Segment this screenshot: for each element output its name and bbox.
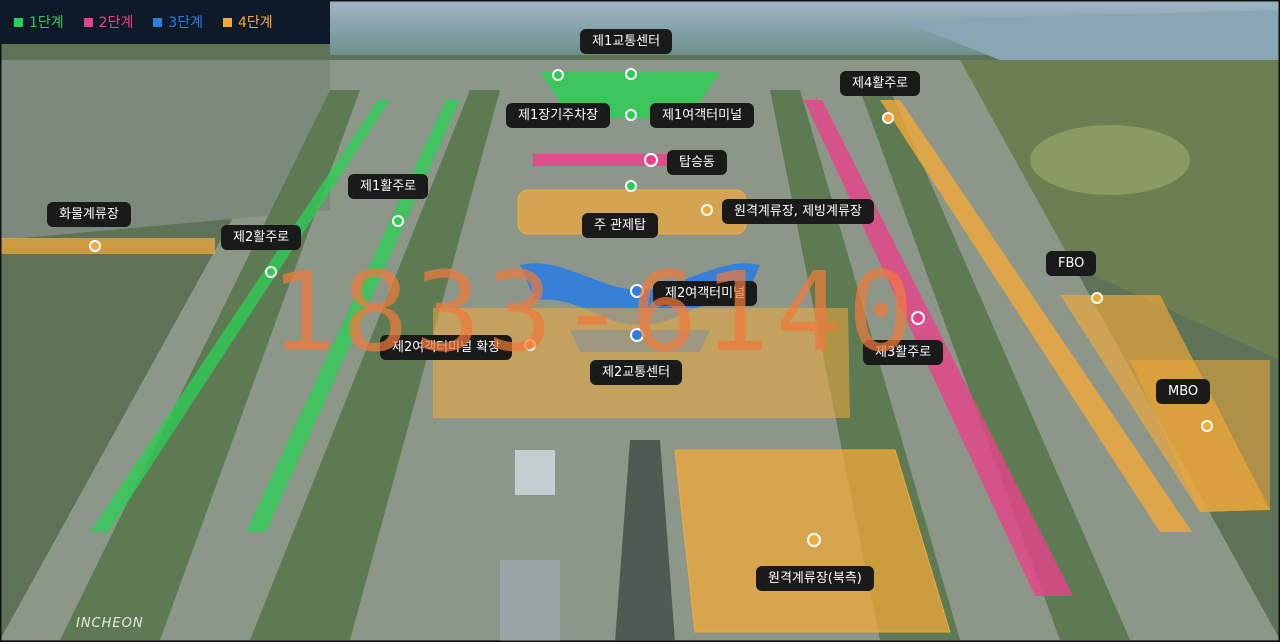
legend-swatch bbox=[83, 17, 93, 27]
cargo-apron-overlay bbox=[0, 238, 215, 254]
legend-label: 3단계 bbox=[168, 15, 204, 31]
legend-item-phase-4: 4단계 bbox=[223, 12, 273, 32]
legend-item-phase-1: 1단계 bbox=[14, 12, 64, 32]
legend-item-phase-2: 2단계 bbox=[83, 12, 134, 32]
grass-strip bbox=[770, 90, 960, 640]
label-transport-center-2: 제2교통센터 bbox=[590, 360, 683, 385]
label-long-term-parking-1: 제1장기주차장 bbox=[506, 103, 611, 128]
label-runway-4: 제4활주로 bbox=[840, 71, 921, 96]
grass-strip bbox=[860, 90, 1130, 640]
legend-label: 4단계 bbox=[238, 15, 273, 31]
legend-label: 2단계 bbox=[98, 15, 134, 31]
cargo-area bbox=[0, 60, 330, 240]
grass-strip bbox=[250, 90, 500, 640]
label-remote-apron-deicing: 원격계류장, 제빙계류장 bbox=[722, 199, 874, 224]
label-runway-2: 제2활주로 bbox=[221, 225, 302, 250]
phase-legend: 1단계 2단계 3단계 4단계 bbox=[0, 0, 330, 44]
hill-area bbox=[930, 60, 1280, 360]
legend-item-phase-3: 3단계 bbox=[153, 12, 203, 32]
label-cargo-apron: 화물계류장 bbox=[47, 202, 131, 227]
golf-course bbox=[1030, 125, 1190, 195]
runway-4-overlay bbox=[880, 100, 1192, 532]
marker-dots bbox=[89, 68, 1213, 547]
legend-swatch bbox=[223, 17, 233, 27]
label-runway-3: 제3활주로 bbox=[863, 340, 944, 365]
brand-text: INCHEON bbox=[76, 616, 144, 631]
label-remote-apron-north: 원격계류장(북측) bbox=[756, 566, 874, 591]
legend-swatch bbox=[14, 17, 23, 27]
label-runway-1: 제1활주로 bbox=[348, 174, 429, 199]
legend-label: 1단계 bbox=[29, 15, 64, 31]
label-concourse: 탑승동 bbox=[667, 150, 727, 175]
label-fbo: FBO bbox=[1046, 251, 1097, 276]
sea-area bbox=[900, 10, 1280, 70]
runway-2-overlay bbox=[246, 100, 460, 532]
label-mbo: MBO bbox=[1156, 379, 1211, 404]
label-passenger-terminal-1: 제1여객터미널 bbox=[650, 103, 755, 128]
label-terminal-2-expansion: 제2여객터미널 확장 bbox=[380, 335, 513, 360]
label-passenger-terminal-2: 제2여객터미널 bbox=[653, 281, 758, 306]
access-road bbox=[615, 440, 675, 642]
runway-1-overlay bbox=[90, 100, 390, 532]
legend-swatch bbox=[153, 17, 163, 27]
building bbox=[500, 560, 560, 642]
building bbox=[515, 450, 555, 495]
label-main-control-tower: 주 관제탑 bbox=[582, 213, 658, 238]
label-transport-center-1: 제1교통센터 bbox=[580, 29, 673, 54]
